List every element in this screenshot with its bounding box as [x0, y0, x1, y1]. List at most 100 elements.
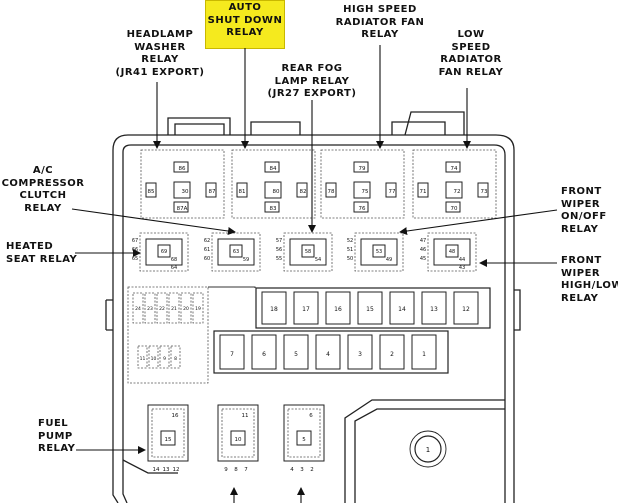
- pin-number: 49: [386, 257, 392, 263]
- fuse-number: 13: [430, 306, 438, 313]
- fuse-slot: [379, 334, 405, 370]
- relay-terminal: [445, 181, 463, 199]
- relay-terminal: [445, 244, 459, 258]
- rear-fog-lamp-relay-label: REAR FOG LAMP RELAY (JR27 EXPORT): [267, 63, 357, 99]
- relay-inner: [287, 408, 321, 458]
- round-connector-label: 1: [426, 446, 430, 454]
- pin-number: 57: [276, 238, 282, 244]
- fuse-number: 4: [326, 351, 330, 358]
- mini-fuse-slot: [180, 292, 192, 324]
- relay-outline: [147, 404, 189, 462]
- relay-terminal: [353, 201, 369, 213]
- pin-number: 78: [328, 189, 335, 195]
- relay-terminal: [417, 182, 429, 198]
- relay-terminal: [264, 161, 280, 173]
- relay-outline: [139, 232, 189, 272]
- pin-number: 13: [163, 467, 170, 473]
- pin-number: 87: [209, 189, 216, 195]
- fuse-number: 2: [390, 351, 394, 358]
- pin-number: 44: [459, 257, 465, 263]
- relay-outline: [283, 232, 333, 272]
- callout-arrows: [71, 45, 558, 503]
- pin-number: 56: [276, 247, 282, 253]
- fuse-number: 6: [262, 351, 266, 358]
- round-connector: 1: [409, 430, 447, 468]
- relay-outline: [231, 149, 316, 219]
- front-wiper-on-off-relay-label: FRONT WIPER ON/OFF RELAY: [561, 186, 607, 235]
- relay-terminal: [173, 161, 189, 173]
- pin-number: 68: [171, 257, 177, 263]
- mini-fuse-slot: [159, 345, 170, 369]
- pin-number: 11: [242, 413, 249, 419]
- fuse-number: 12: [462, 306, 470, 313]
- relay-terminal: [353, 181, 371, 199]
- pin-number: 62: [204, 238, 210, 244]
- relay-terminal: [301, 244, 315, 258]
- pin-number: 4: [290, 467, 294, 473]
- relay-inner: [151, 408, 185, 458]
- pin-number: 3: [300, 467, 304, 473]
- front-wiper-high-low-relay-label: FRONT WIPER HIGH/LOW RELAY: [561, 255, 618, 304]
- pin-number: 45: [420, 256, 426, 262]
- relay-outline: [320, 149, 405, 219]
- pin-number: 12: [173, 467, 180, 473]
- fuse-number: 22: [159, 306, 165, 312]
- pin-number: 58: [305, 249, 311, 255]
- fuse-number: 9: [163, 356, 166, 362]
- relay-terminal: [173, 201, 189, 213]
- pin-number: 30: [182, 189, 189, 195]
- pin-number: 16: [172, 413, 179, 419]
- relay-terminal: [205, 182, 217, 198]
- pin-number: 83: [270, 206, 277, 212]
- mini-fuse-slot: [170, 345, 181, 369]
- relay-body: [289, 238, 327, 266]
- pin-number: 55: [276, 256, 282, 262]
- mini-fuse-slot: [137, 345, 148, 369]
- mini-fuse-slot: [168, 292, 180, 324]
- lower-fuse-row: [213, 330, 449, 374]
- fuse-number: 3: [358, 351, 362, 358]
- fuse-number: 16: [334, 306, 342, 313]
- relay-outline: [211, 232, 261, 272]
- fuse-number: 11: [140, 356, 146, 362]
- pin-number: 7: [244, 467, 248, 473]
- fuse-slot: [315, 334, 341, 370]
- pin-number: 69: [161, 249, 167, 255]
- upper-fuse-row: [255, 287, 491, 329]
- highlight-box: [205, 0, 285, 49]
- pin-number: 81: [239, 189, 246, 195]
- relay-terminal: [230, 430, 246, 446]
- fuse-number: 18: [270, 306, 278, 313]
- relay-outline: [427, 232, 477, 272]
- pin-number: 87A: [177, 206, 188, 212]
- relay-outline: [217, 404, 259, 462]
- fuse-slot: [293, 291, 319, 325]
- relay-terminal: [160, 430, 176, 446]
- pin-number: 15: [165, 437, 172, 443]
- relay-terminal: [325, 182, 337, 198]
- relay-outline: [412, 149, 497, 219]
- relay-terminal: [353, 161, 369, 173]
- fuse-slot: [251, 334, 277, 370]
- pin-number: 86: [179, 166, 186, 172]
- fuse-number: 5: [294, 351, 298, 358]
- pin-number: 82: [300, 189, 307, 195]
- auto-shutdown-relay-label: AUTO SHUT DOWN RELAY: [207, 2, 283, 38]
- relay-terminal: [236, 182, 248, 198]
- relay-body: [217, 238, 255, 266]
- relay-terminal: [264, 181, 282, 199]
- pin-number: 80: [273, 189, 280, 195]
- pin-number: 71: [420, 189, 427, 195]
- mini-fuse-slot: [192, 292, 204, 324]
- pin-number: 43: [459, 265, 465, 271]
- relay-terminal: [173, 181, 191, 199]
- relay-outline: [354, 232, 404, 272]
- pin-number: 64: [171, 265, 177, 271]
